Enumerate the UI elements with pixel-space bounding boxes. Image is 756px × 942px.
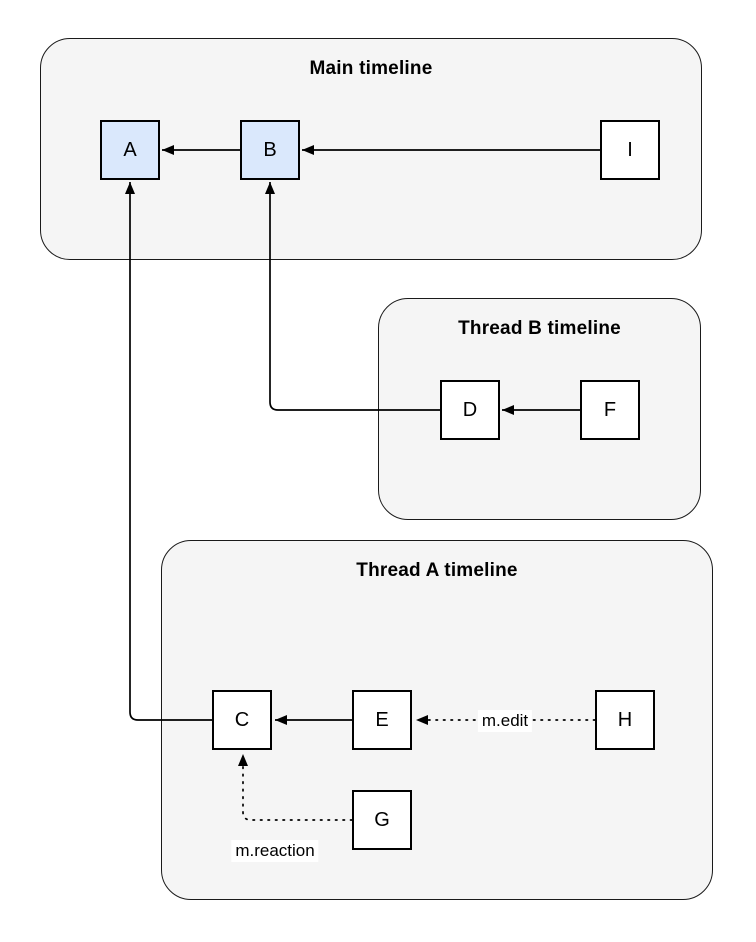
event-node-e-label: E (375, 708, 389, 731)
event-node-f: F (580, 380, 640, 440)
event-node-h-label: H (617, 708, 633, 731)
event-node-g: G (352, 790, 412, 850)
main-timeline-title: Main timeline (309, 58, 433, 79)
event-node-g-label: G (374, 808, 390, 831)
edge-label-m-reaction: m.reaction (231, 840, 319, 862)
event-node-f-label: F (603, 398, 617, 421)
event-node-b: B (240, 120, 300, 180)
event-node-d: D (440, 380, 500, 440)
thread-b-timeline-title: Thread B timeline (458, 318, 621, 339)
event-node-b-label: B (263, 138, 277, 161)
event-node-a-label: A (123, 138, 137, 161)
event-node-h: H (595, 690, 655, 750)
event-node-c: C (212, 690, 272, 750)
event-node-d-label: D (462, 398, 478, 421)
event-node-i: I (600, 120, 660, 180)
thread-a-timeline-title: Thread A timeline (356, 560, 518, 581)
thread-b-timeline-container: Thread B timeline (378, 298, 701, 520)
event-node-e: E (352, 690, 412, 750)
event-node-i-label: I (627, 138, 633, 161)
event-node-a: A (100, 120, 160, 180)
edge-label-m-edit: m.edit (477, 710, 533, 732)
event-node-c-label: C (234, 708, 250, 731)
